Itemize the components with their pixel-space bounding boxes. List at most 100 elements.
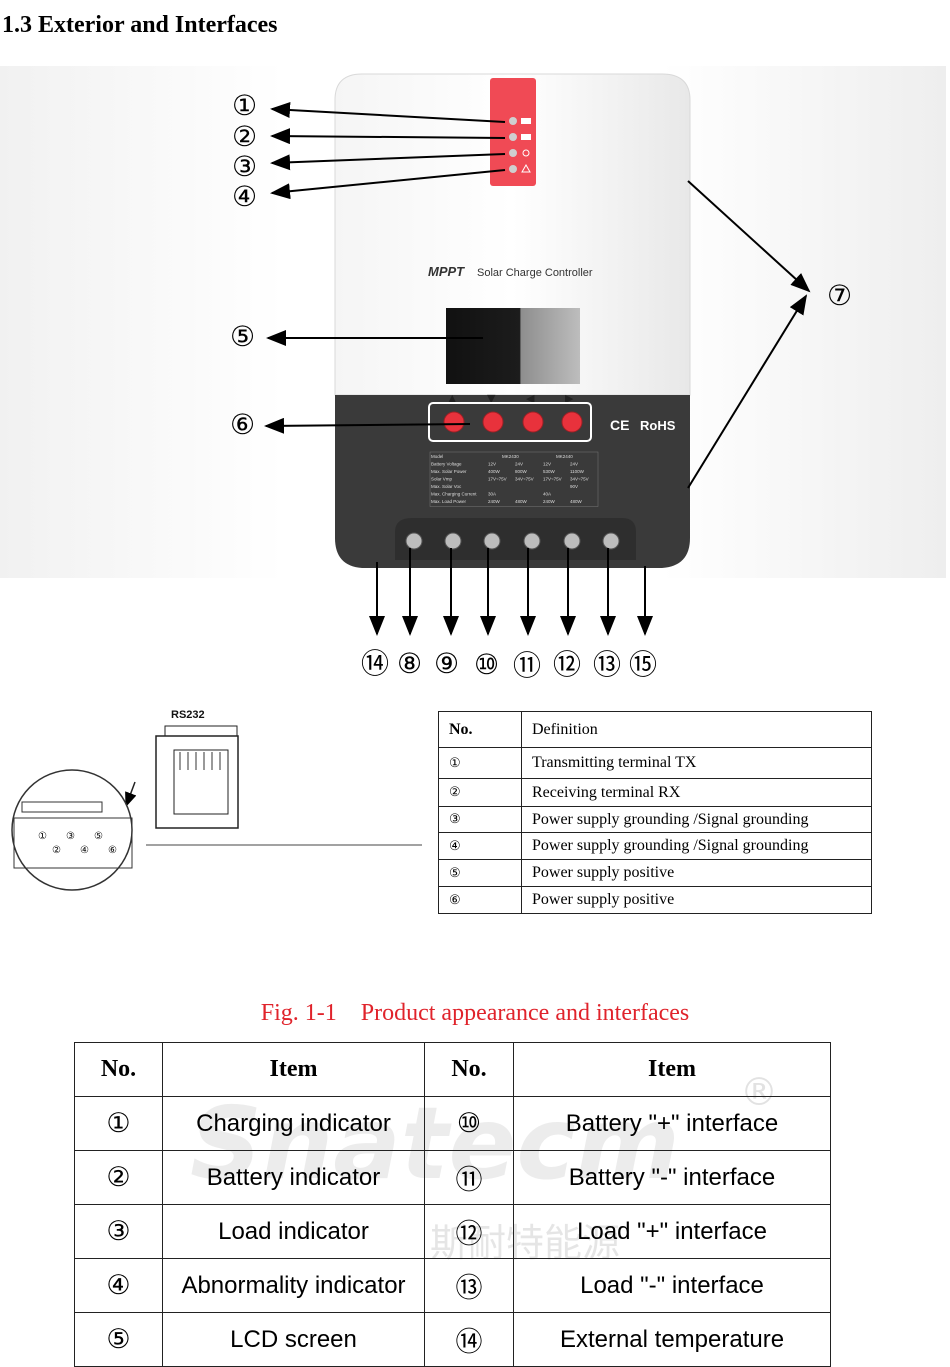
item-name: Load "-" interface — [513, 1258, 831, 1313]
spec-cell: 1100W — [570, 469, 585, 474]
spec-cell: Max. Solar Voc — [431, 484, 462, 489]
rs232-pin-definition: Receiving terminal RX — [521, 778, 872, 807]
table-row: ② Battery indicator ⑪ Battery "-" interf… — [74, 1150, 831, 1205]
up-arrow-icon: ▲ — [448, 392, 457, 405]
spec-cell: 240W — [488, 499, 501, 504]
spec-cell: 24V — [515, 462, 523, 467]
right-arrow-icon: ▶ — [565, 392, 574, 405]
callout-4: ④ — [232, 180, 258, 213]
spec-cell: Max. Charging Current — [431, 492, 477, 497]
charging-led-icon — [509, 117, 517, 125]
items-table: No. Item No. Item ① Charging indicator ⑩… — [74, 1042, 831, 1367]
rohs-mark: RoHS — [640, 418, 676, 433]
rs232-pin-label: ③ — [66, 831, 75, 842]
terminal-block — [395, 518, 636, 560]
rs232-pin-definition: Power supply grounding /Signal grounding — [521, 832, 872, 860]
battery-led-icon — [509, 133, 517, 141]
rs232-pin-definition: Transmitting terminal TX — [521, 747, 872, 779]
spec-cell: 34V~75V — [515, 477, 534, 482]
rs232-pin-label: ④ — [80, 845, 89, 856]
terminal-screw — [523, 532, 541, 550]
terminal-screw — [405, 532, 423, 550]
spec-cell: 12V — [488, 462, 496, 467]
terminal-screw — [602, 532, 620, 550]
callout-14: ⑭ — [361, 647, 390, 680]
warning-symbol-icon — [521, 163, 531, 173]
terminal-screw — [483, 532, 501, 550]
callout-11: ⑪ — [513, 649, 542, 682]
spec-cell: 800W — [515, 469, 528, 474]
rs232-pin-label: ① — [38, 831, 47, 842]
item-no: ⑩ — [424, 1096, 514, 1151]
spec-cell: 90V — [570, 484, 578, 489]
spec-cell: 17V~75V — [543, 477, 562, 482]
rs232-pin-no: ⑤ — [438, 859, 522, 887]
lcd-screen — [446, 308, 580, 384]
rs232-pin-no: ① — [438, 747, 522, 779]
item-name: Battery indicator — [162, 1150, 425, 1205]
rs232-pin-no: ③ — [438, 806, 522, 833]
rs232-pin-definition: Power supply positive — [521, 886, 872, 914]
spec-cell: 480W — [515, 499, 528, 504]
callout-3: ③ — [232, 150, 258, 183]
left-button[interactable] — [522, 411, 544, 433]
table-row: ④ Abnormality indicator ⑬ Load "-" inter… — [74, 1258, 831, 1313]
item-no: ② — [74, 1150, 163, 1205]
ce-mark: CE — [610, 417, 629, 433]
spec-cell: 24V — [570, 462, 578, 467]
rs232-pin-label: ⑥ — [108, 845, 117, 856]
figure-caption: Fig. 1-1 Product appearance and interfac… — [260, 1000, 690, 1026]
down-button[interactable] — [482, 411, 504, 433]
callout-12: ⑫ — [553, 648, 582, 681]
terminal-screw — [563, 532, 581, 550]
spec-cell: Max. Load Power — [431, 499, 467, 504]
spec-cell: 240W — [543, 499, 556, 504]
items-header-item-2: Item — [513, 1042, 831, 1097]
rs232-header-definition: Definition — [521, 711, 872, 748]
item-name: Charging indicator — [162, 1096, 425, 1151]
item-no: ① — [74, 1096, 163, 1151]
spec-cell: 17V~75V — [488, 477, 507, 482]
down-arrow-icon: ▼ — [487, 392, 496, 405]
callout-6: ⑥ — [230, 408, 256, 441]
item-no: ③ — [74, 1204, 163, 1259]
terminal-screw — [444, 532, 462, 550]
callout-9: ⑨ — [434, 647, 460, 680]
brand-desc: Solar Charge Controller — [477, 267, 593, 279]
button-bezel — [428, 402, 592, 442]
item-no: ⑪ — [424, 1150, 514, 1205]
spec-header-cell: Model — [431, 454, 443, 459]
spec-cell: Max. Solar Power — [431, 469, 467, 474]
load-led-icon — [509, 149, 517, 157]
spec-cell: 34V~75V — [570, 477, 589, 482]
item-name: Load "+" interface — [513, 1204, 831, 1259]
items-header-no: No. — [74, 1042, 163, 1097]
spec-cell: Battery Voltage — [431, 462, 462, 467]
rs232-pin-no: ⑥ — [438, 886, 522, 914]
callout-7: ⑦ — [827, 279, 853, 312]
up-button[interactable] — [443, 411, 465, 433]
spec-cell: 530W — [543, 469, 556, 474]
callout-15: ⑮ — [629, 648, 658, 681]
rs232-magnified-view — [11, 769, 133, 891]
spec-header-cell: MK2430 — [502, 454, 519, 459]
callout-13: ⑬ — [593, 648, 622, 681]
item-name: Load indicator — [162, 1204, 425, 1259]
left-arrow-icon: ◀ — [526, 392, 535, 405]
right-button[interactable] — [561, 411, 583, 433]
items-header-item: Item — [162, 1042, 425, 1097]
rs232-pin-no: ② — [438, 778, 522, 807]
controller-body-top — [334, 73, 691, 396]
rs232-label: RS232 — [171, 709, 205, 721]
spec-cell: 400W — [488, 469, 501, 474]
solar-symbol-icon — [521, 118, 531, 124]
brand-mppt: MPPT — [428, 264, 465, 279]
